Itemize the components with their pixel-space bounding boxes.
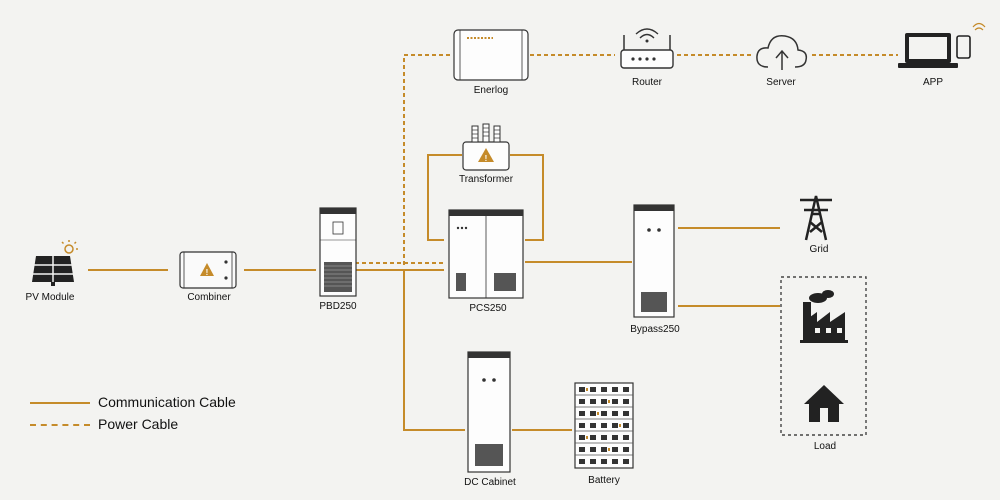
router-label: Router	[631, 77, 663, 88]
cloud-upload-icon	[756, 35, 808, 70]
dashed-cables	[355, 54, 898, 265]
pcs250-label: PCS250	[469, 303, 507, 314]
solar-panel-icon	[32, 256, 74, 286]
dc-cabinet-icon	[467, 351, 511, 473]
combiner-label: Combiner	[187, 292, 231, 303]
battery-rack-icon	[574, 382, 634, 469]
pv-module-label: PV Module	[25, 292, 75, 303]
battery-label: Battery	[588, 475, 620, 486]
pcs250-cabinet-icon	[448, 209, 524, 299]
bypass250-label: Bypass250	[630, 324, 680, 335]
transmission-tower-icon	[800, 195, 832, 241]
bypass250-cabinet-icon	[633, 204, 675, 318]
router-icon	[620, 35, 674, 69]
pbd250-vent-lines	[324, 265, 352, 287]
load-label: Load	[813, 441, 837, 452]
app-wifi-icon	[972, 22, 986, 31]
cable-pbd-dccabinet	[403, 270, 465, 431]
dashed-line-swatch	[30, 424, 90, 426]
factory-icon	[800, 290, 848, 343]
warning-icon: !	[200, 263, 214, 277]
enerlog-label: Enerlog	[473, 85, 509, 96]
cable-pcs-transformer-left	[427, 154, 462, 241]
sun-icon	[61, 240, 78, 254]
load-group-border	[780, 276, 867, 436]
server-label: Server	[766, 77, 796, 88]
solid-line-swatch	[30, 402, 90, 404]
enerlog-device-icon	[453, 29, 529, 81]
house-icon	[804, 385, 844, 422]
solid-cables	[88, 154, 780, 431]
cable-enerlog-pbd	[403, 54, 452, 265]
pbd250-label: PBD250	[319, 301, 357, 312]
phone-icon	[956, 35, 971, 59]
grid-label: Grid	[809, 244, 829, 255]
transformer-label: Transformer	[458, 174, 514, 185]
wifi-icon	[635, 28, 659, 43]
svg-text:!: !	[485, 154, 488, 163]
legend-solid-label: Communication Cable	[98, 394, 236, 410]
laptop-icon	[898, 33, 958, 68]
transformer-icon: !	[462, 123, 510, 171]
cable-transformer-pcs-right	[510, 154, 544, 241]
svg-text:!: !	[206, 268, 209, 277]
legend-dashed-label: Power Cable	[98, 416, 179, 432]
dc-cabinet-label: DC Cabinet	[464, 477, 516, 488]
app-label: APP	[922, 77, 944, 88]
pbd250-cabinet-icon	[319, 207, 357, 297]
